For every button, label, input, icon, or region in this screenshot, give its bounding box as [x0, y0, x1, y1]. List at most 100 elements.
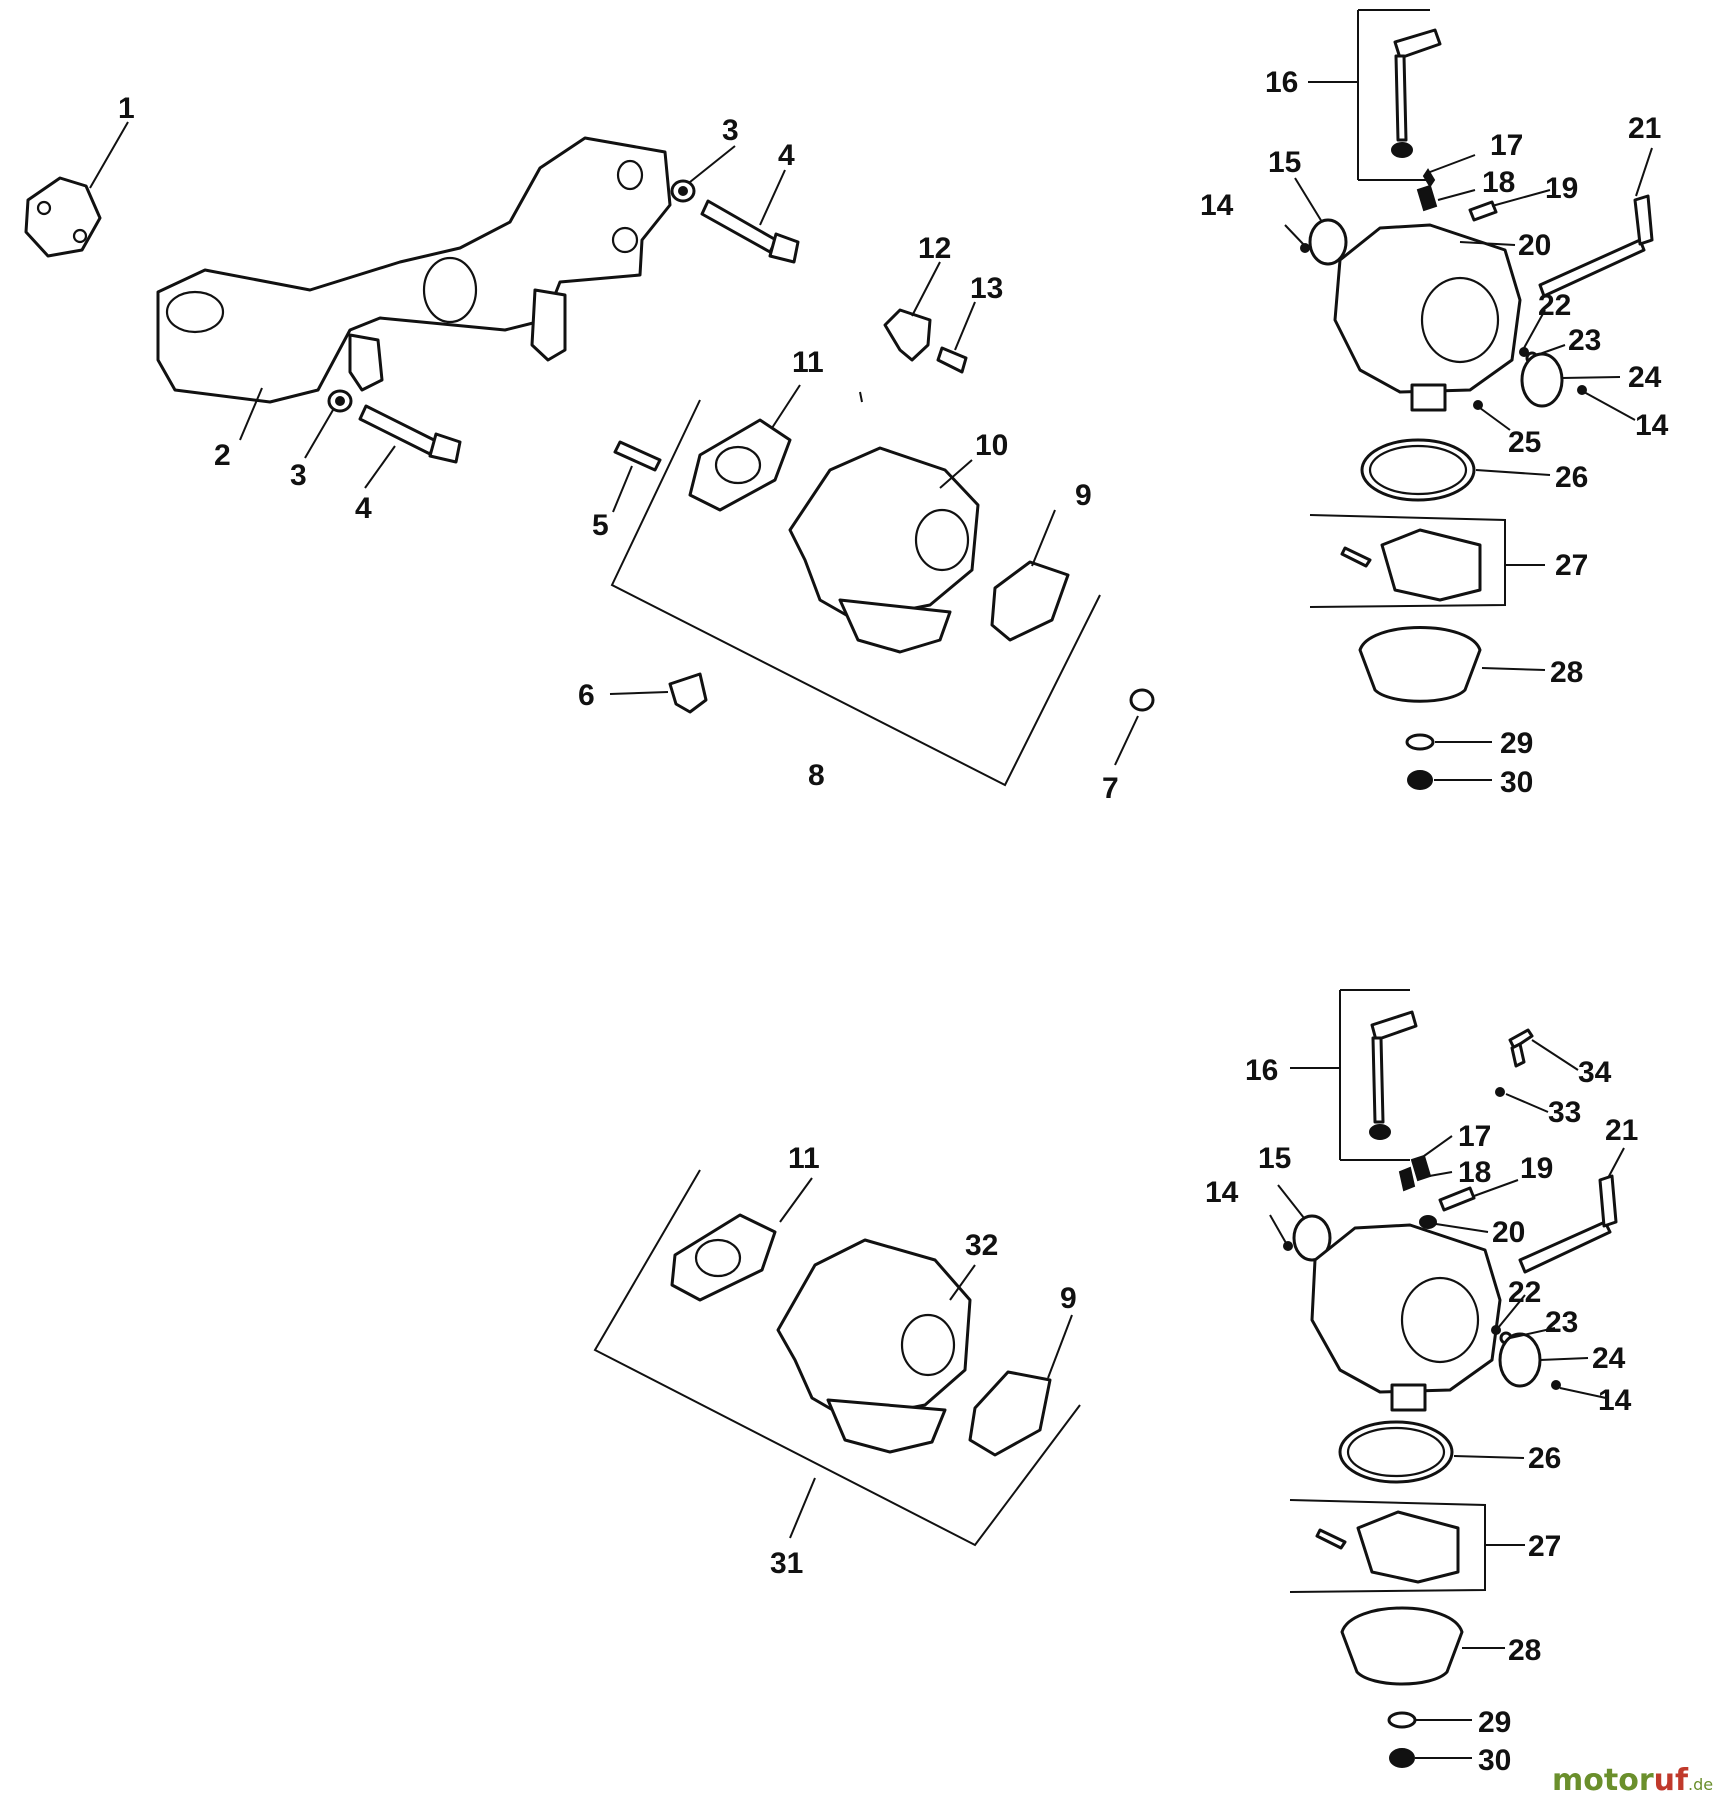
callout-22: 22 [1508, 1276, 1541, 1309]
carburetor-parts-top [1300, 9, 1654, 790]
callout-23: 23 [1545, 1306, 1578, 1339]
callout-26: 26 [1528, 1442, 1561, 1475]
callout-27: 27 [1528, 1530, 1561, 1563]
callout-29: 29 [1478, 1706, 1511, 1739]
part-13-screw [936, 346, 968, 374]
bracket-31 [593, 1169, 1081, 1547]
callout-5: 5 [592, 509, 609, 542]
callout-20: 20 [1492, 1216, 1525, 1249]
callout-33: 33 [1548, 1096, 1581, 1129]
callout-12: 12 [918, 232, 951, 265]
callout-9: 9 [1060, 1282, 1077, 1315]
part-12-bracket [883, 308, 932, 362]
part-30-nut-b [1389, 1748, 1415, 1768]
part-1-gasket [24, 176, 102, 258]
part-24-plate-b [1498, 1332, 1542, 1388]
callout-28: 28 [1508, 1634, 1541, 1667]
callout-11: 11 [788, 1142, 820, 1175]
watermark-part2: uf [1654, 1763, 1689, 1798]
callout-24: 24 [1628, 361, 1662, 394]
callout-24: 24 [1592, 1342, 1626, 1375]
carburetor-assembly-31 [593, 1169, 1081, 1547]
callout-30: 30 [1478, 1744, 1511, 1777]
part-28-bowl-b [1340, 1606, 1464, 1686]
part-26-ring [1360, 438, 1476, 502]
part-4-bolt-a [700, 199, 800, 264]
callout-16: 16 [1265, 66, 1298, 99]
callout-2: 2 [214, 439, 231, 472]
manifold-group [24, 136, 800, 464]
bracket-27-bottom [1289, 1499, 1486, 1593]
part-9-gasket [990, 560, 1070, 642]
callout-25: 25 [1508, 426, 1541, 459]
callout-22: 22 [1538, 289, 1571, 322]
carburetor-assembly-8 [610, 308, 1155, 787]
callout-13: 13 [970, 272, 1003, 305]
watermark: motoruf.de [1552, 1763, 1713, 1798]
part-2-manifold [156, 136, 672, 404]
bracket-8 [610, 399, 1101, 787]
callout-14: 14 [1598, 1384, 1632, 1417]
callout-6: 6 [578, 679, 595, 712]
callout-14: 14 [1205, 1176, 1239, 1209]
part-11-gasket-b [670, 1213, 777, 1302]
callout-21: 21 [1605, 1114, 1638, 1147]
part-6-fitting [668, 672, 708, 714]
bracket-16-bottom [1339, 989, 1410, 1161]
part-9-gasket-b [968, 1370, 1052, 1457]
part-24-plate [1520, 352, 1564, 408]
callout-10: 10 [975, 429, 1008, 462]
part-16-needle [1391, 28, 1442, 158]
part-28-bowl [1358, 626, 1482, 703]
callout-16: 16 [1245, 1054, 1278, 1087]
part-15-plate-b [1292, 1214, 1332, 1262]
svg-text:motoruf.de: motoruf.de [1552, 1763, 1713, 1798]
bracket-27-top [1309, 514, 1506, 608]
watermark-part1: motor [1552, 1763, 1654, 1798]
callout-17: 17 [1458, 1120, 1491, 1153]
callout-4: 4 [778, 139, 795, 172]
callout-31: 31 [770, 1547, 803, 1580]
callout-23: 23 [1568, 324, 1601, 357]
callout-11: 11 [792, 346, 824, 379]
part-21-shaft [1538, 194, 1654, 298]
part-26-ring-b [1338, 1420, 1454, 1484]
part-30-nut [1407, 770, 1433, 790]
callout-17: 17 [1490, 129, 1523, 162]
part-15-plate [1308, 218, 1348, 266]
part-29-washer [1405, 733, 1435, 751]
watermark-suffix: .de [1688, 1775, 1713, 1794]
callout-8: 8 [808, 759, 825, 792]
callout-1: 1 [118, 92, 135, 125]
part-5-stud [613, 440, 662, 472]
callout-27: 27 [1555, 549, 1588, 582]
part-10-carburetor [788, 446, 980, 622]
callout-20: 20 [1518, 229, 1551, 262]
callout-26: 26 [1555, 461, 1588, 494]
callout-4: 4 [355, 492, 372, 525]
part-32-carburetor [776, 1238, 972, 1422]
callout-18: 18 [1482, 166, 1515, 199]
part-16-needle-b [1369, 1010, 1418, 1140]
callout-14: 14 [1200, 189, 1234, 222]
callout-18: 18 [1458, 1156, 1491, 1189]
part-11-gasket [688, 418, 792, 512]
part-29-washer-b [1387, 1711, 1417, 1729]
carburetor-body-top [1333, 223, 1522, 394]
callout-14: 14 [1635, 409, 1669, 442]
part-7-nut [1129, 688, 1155, 712]
callout-29: 29 [1500, 727, 1533, 760]
callout-7: 7 [1102, 772, 1119, 805]
callout-15: 15 [1268, 146, 1301, 179]
part-21-shaft-b [1518, 1174, 1618, 1274]
part-4-bolt-b [358, 404, 462, 464]
callout-28: 28 [1550, 656, 1583, 689]
callout-30: 30 [1500, 766, 1533, 799]
part-27-float-b [1315, 1510, 1460, 1584]
callout-15: 15 [1258, 1142, 1291, 1175]
carburetor-body-bottom [1310, 1223, 1502, 1394]
callout-32: 32 [965, 1229, 998, 1262]
leader-lines [89, 81, 1653, 1759]
callout-3: 3 [290, 459, 307, 492]
